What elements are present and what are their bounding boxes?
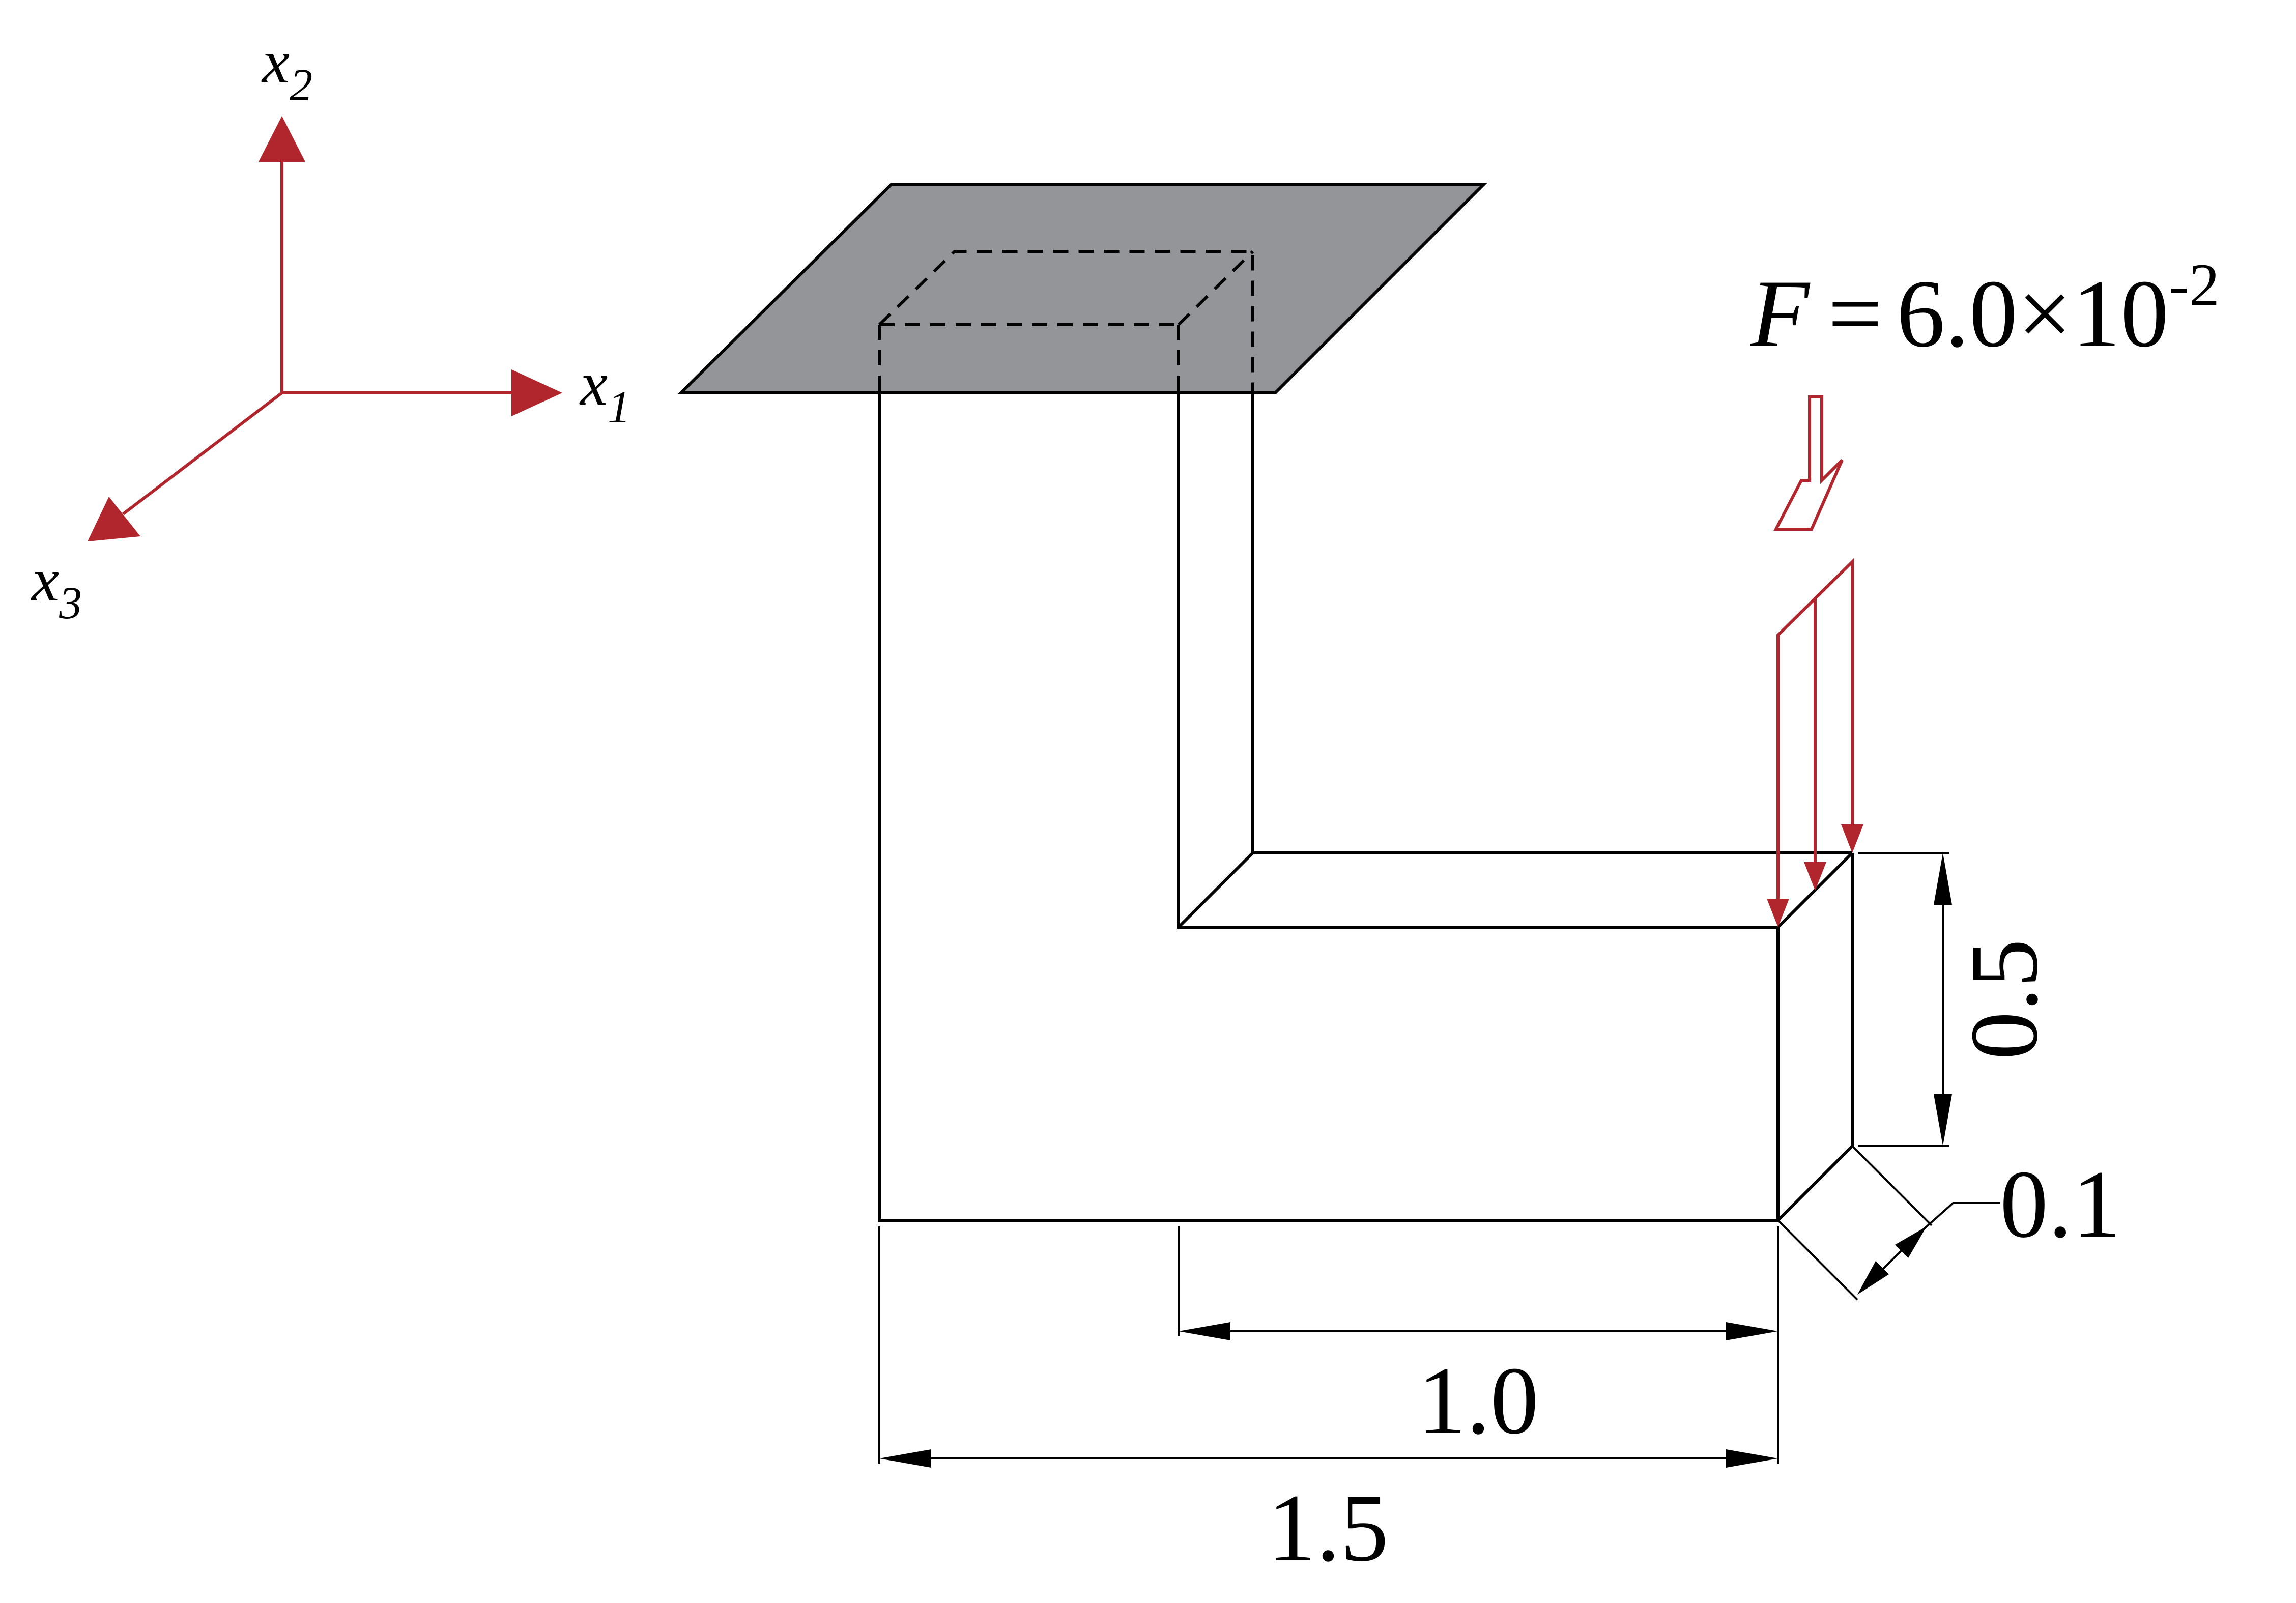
fixed-support-plate [677,183,1488,394]
dimension-arrow-top [1934,853,1952,905]
load-symbol: F [1749,261,1811,367]
load-arrow-head-front [1767,899,1789,927]
x3-label-sub: 3 [59,578,82,628]
thickness-value: 0.1 [2000,1151,2121,1258]
load-direction-icon [1773,395,1844,531]
total-length-value: 1.5 [1268,1475,1389,1582]
dimension-total-length: 1.5 [878,1226,1779,1582]
x2-axis-label: x2 [261,27,312,110]
extension-line-tip-front [1777,1219,1858,1301]
x1-label-base: x [579,350,608,418]
thickness-leader-line [1915,1202,2000,1237]
height-value: 0.5 [1951,939,2058,1060]
beam-inner-corner-diagonal [1177,851,1254,929]
l-shaped-beam [878,393,1854,1222]
distributed-load [1767,558,1863,927]
x2-arrow-head [259,116,305,162]
dimension-arrow-thickness-a [1857,1261,1889,1295]
x1-label-sub: 1 [608,382,630,433]
dimension-arrow-right [1726,1449,1778,1468]
x1-axis-label: x1 [579,350,630,433]
dimension-arrow-arm-right [1726,1322,1778,1340]
x3-axis-line [122,391,283,516]
coordinate-axes: x2 x1 x3 [31,27,630,628]
load-label: F=6.0×10-2 [1749,251,2220,367]
load-exponent: -2 [2169,251,2220,319]
extension-line-tip-back [1851,1145,1933,1226]
load-arrow-head-back [1841,824,1863,853]
dimension-thickness: 0.1 [1777,1145,2121,1301]
dimension-arrow-bottom [1934,1094,1952,1146]
dimension-arrow-left [879,1449,931,1468]
load-mantissa: 6.0×10 [1897,261,2169,367]
dimension-height: 0.5 [1858,852,2058,1147]
load-equals: = [1828,261,1882,367]
hidden-edge-back [878,250,1254,393]
x2-label-base: x [261,27,290,96]
beam-front-face-outline [878,393,1780,1222]
load-arrow-head-middle [1804,862,1826,891]
dimension-arrow-arm-left [1179,1322,1230,1340]
x3-arrow-head [88,497,140,541]
arm-length-value: 1.0 [1418,1348,1539,1454]
x1-arrow-head [511,369,562,416]
dimension-arm-length: 1.0 [1178,1226,1779,1454]
x3-label-base: x [31,546,59,614]
beam-tip-bottom-diagonal [1776,1144,1854,1222]
embedded-hidden-edges [878,250,1254,393]
x3-axis-label: x3 [31,546,82,628]
x2-label-sub: 2 [290,60,312,110]
hidden-edge-right-diagonal [1177,250,1254,326]
